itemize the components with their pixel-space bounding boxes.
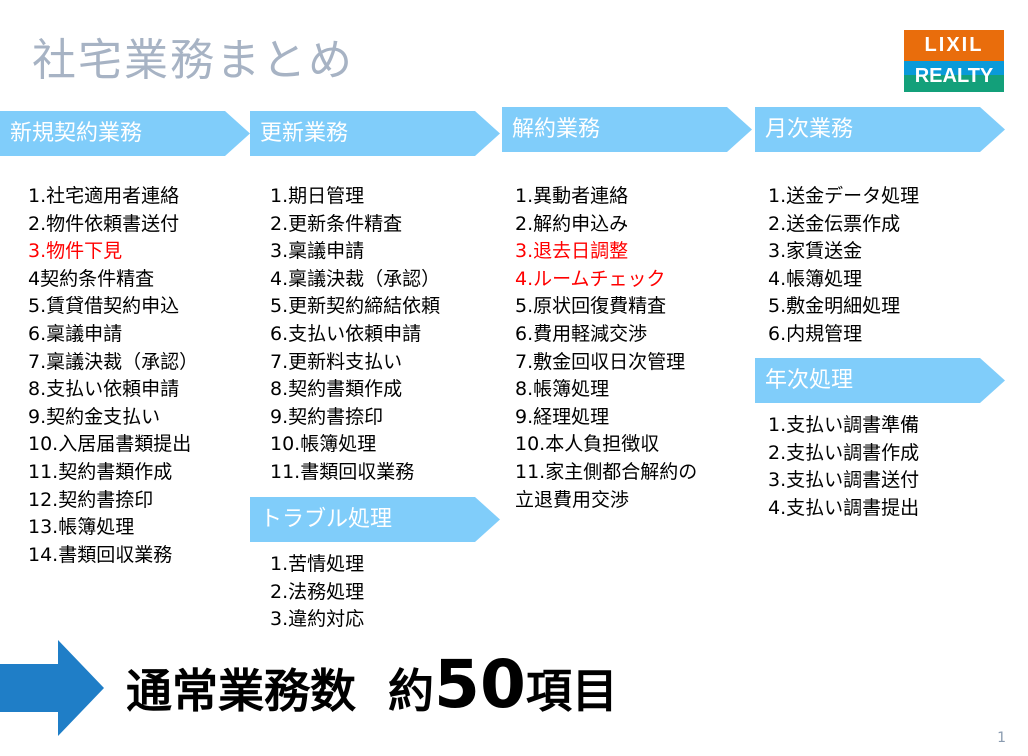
list-item: 8.帳簿処理 bbox=[515, 378, 610, 401]
logo-bottom: REALTY bbox=[904, 61, 1004, 92]
list-item: 2.支払い調書作成 bbox=[768, 441, 920, 464]
list-item: 1.社宅適用者連絡 bbox=[28, 185, 180, 207]
right-arrow-icon bbox=[0, 640, 104, 736]
list-trouble: 1.苦情処理 2.法務処理 3.違約対応 bbox=[270, 551, 364, 634]
list-item: 11.契約書類作成 bbox=[28, 460, 173, 483]
list-item: 6.稟議申請 bbox=[28, 322, 123, 345]
list-item: 4.稟議決裁（承認） bbox=[270, 267, 441, 290]
list-item: 3.稟議申請 bbox=[270, 240, 365, 263]
logo-top: LIXIL bbox=[904, 30, 1004, 61]
list-item: 2.送金伝票作成 bbox=[768, 212, 901, 235]
list-item: 2.法務処理 bbox=[270, 580, 365, 603]
list-item: 1.期日管理 bbox=[270, 185, 365, 207]
list-item: 1.苦情処理 bbox=[270, 553, 365, 575]
list-item: 11.書類回収業務 bbox=[270, 460, 415, 483]
list-item: 3.退去日調整 bbox=[515, 240, 629, 263]
list-item: 9.経理処理 bbox=[515, 405, 610, 428]
list-item: 1.異動者連絡 bbox=[515, 185, 629, 207]
summary-text: 通常業務数 約50項目 bbox=[126, 646, 618, 723]
list-item: 11.家主側都合解約の bbox=[515, 460, 698, 483]
summary-prefix: 約 bbox=[388, 664, 435, 718]
list-item: 13.帳簿処理 bbox=[28, 516, 135, 539]
list-item: 2.解約申込み bbox=[515, 212, 629, 235]
list-item: 1.支払い調書準備 bbox=[768, 414, 920, 436]
list-item: 2.更新条件精査 bbox=[270, 212, 403, 235]
list-item: 5.更新契約締結依頼 bbox=[270, 295, 441, 318]
list-item: 立退費用交渉 bbox=[515, 488, 630, 511]
list-item: 10.入居届書類提出 bbox=[28, 433, 192, 456]
list-item: 7.稟議決裁（承認） bbox=[28, 350, 199, 373]
section-header-renewal: 更新業務 bbox=[250, 111, 500, 156]
list-item: 3.違約対応 bbox=[270, 608, 365, 631]
section-header-new-contract: 新規契約業務 bbox=[0, 111, 250, 156]
list-item: 10.本人負担徴収 bbox=[515, 433, 660, 456]
list-item: 4.ルームチェック bbox=[515, 267, 666, 290]
list-item: 4.支払い調書提出 bbox=[768, 496, 920, 519]
list-item: 8.支払い依頼申請 bbox=[28, 378, 180, 401]
list-item: 7.更新料支払い bbox=[270, 350, 403, 373]
list-item: 6.費用軽減交渉 bbox=[515, 322, 648, 345]
list-item: 9.契約書捺印 bbox=[270, 405, 384, 428]
summary-label: 通常業務数 bbox=[126, 664, 356, 718]
list-item: 3.支払い調書送付 bbox=[768, 469, 920, 492]
list-new-contract: 1.社宅適用者連絡 2.物件依頼書送付 3.物件下見 4契約条件精査 5.賃貸借契約申込… bbox=[28, 183, 198, 569]
section-header-cancellation: 解約業務 bbox=[502, 107, 752, 152]
list-item: 2.物件依頼書送付 bbox=[28, 212, 180, 235]
list-item: 4.帳簿処理 bbox=[768, 267, 863, 290]
list-item: 9.契約金支払い bbox=[28, 405, 161, 428]
list-item: 3.物件下見 bbox=[28, 240, 123, 263]
list-renewal: 1.期日管理 2.更新条件精査 3.稟議申請 4.稟議決裁（承認） 5.更新契約締結依頼… bbox=[270, 183, 440, 487]
list-item: 4契約条件精査 bbox=[28, 267, 155, 290]
summary-suffix: 項目 bbox=[525, 664, 618, 718]
section-header-annual: 年次処理 bbox=[755, 358, 1005, 403]
section-header-monthly: 月次業務 bbox=[755, 107, 1005, 152]
list-item: 6.内規管理 bbox=[768, 322, 863, 345]
list-item: 8.契約書類作成 bbox=[270, 378, 403, 401]
lixil-realty-logo: LIXIL REALTY bbox=[904, 30, 1004, 92]
list-item: 1.送金データ処理 bbox=[768, 185, 920, 207]
list-item: 3.家賃送金 bbox=[768, 240, 863, 263]
list-item: 5.敷金明細処理 bbox=[768, 295, 901, 318]
list-item: 5.賃貸借契約申込 bbox=[28, 295, 180, 318]
list-item: 7.敷金回収日次管理 bbox=[515, 350, 686, 373]
list-cancellation: 1.異動者連絡 2.解約申込み 3.退去日調整 4.ルームチェック 5.原状回復費精査 6… bbox=[515, 183, 697, 514]
list-item: 6.支払い依頼申請 bbox=[270, 322, 422, 345]
list-item: 5.原状回復費精査 bbox=[515, 295, 667, 318]
list-item: 10.帳簿処理 bbox=[270, 433, 377, 456]
list-annual: 1.支払い調書準備 2.支払い調書作成 3.支払い調書送付 4.支払い調書提出 bbox=[768, 412, 919, 522]
list-monthly: 1.送金データ処理 2.送金伝票作成 3.家賃送金 4.帳簿処理 5.敷金明細処理 6.内… bbox=[768, 183, 919, 349]
slide-title: 社宅業務まとめ bbox=[32, 35, 354, 86]
list-item: 12.契約書捺印 bbox=[28, 488, 154, 511]
list-item: 14.書類回収業務 bbox=[28, 543, 173, 566]
section-header-trouble: トラブル処理 bbox=[250, 497, 500, 542]
page-number: 1 bbox=[997, 730, 1006, 746]
summary-number: 50 bbox=[434, 646, 526, 723]
